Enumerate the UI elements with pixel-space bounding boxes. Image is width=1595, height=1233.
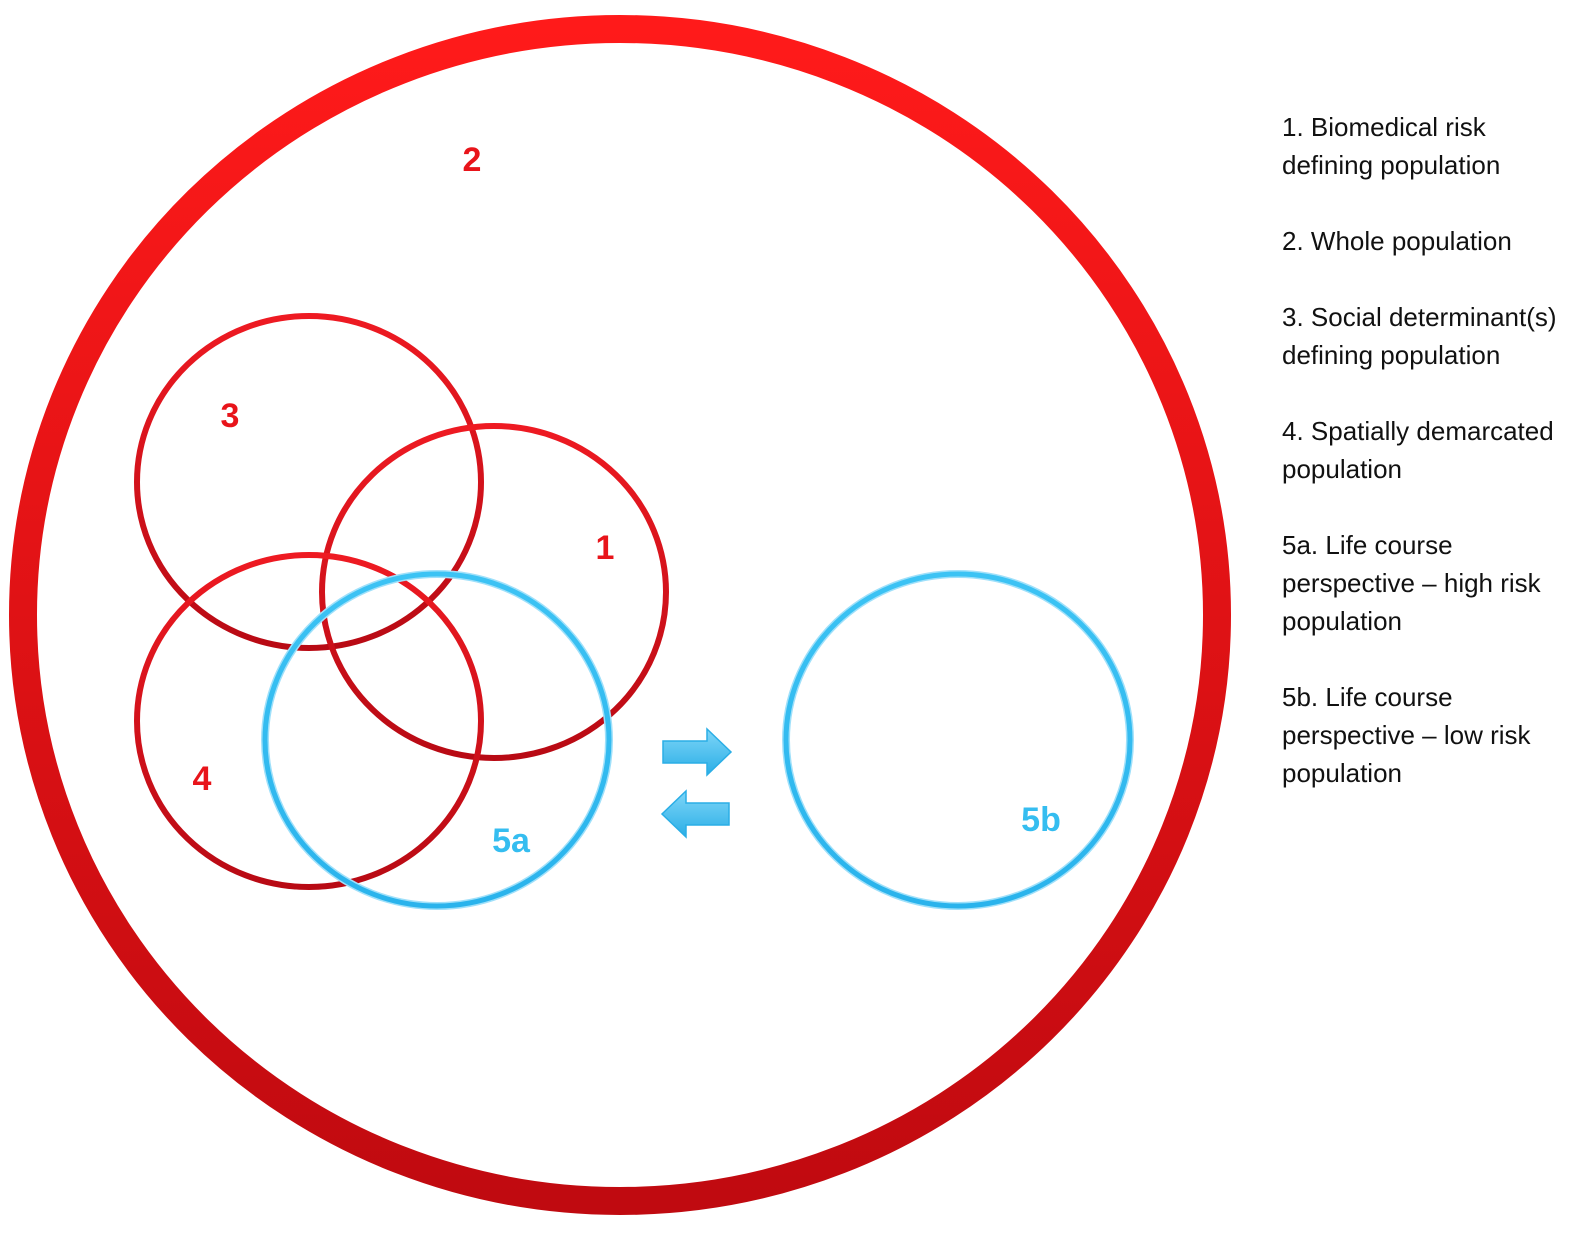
legend-item-5a: 5a. Life course perspective – high risk … [1282, 530, 1541, 636]
marker-1: 1 [596, 529, 615, 567]
marker-5b: 5b [1021, 801, 1061, 839]
marker-3: 3 [221, 397, 240, 435]
arrow-right-icon [662, 727, 733, 777]
legend: 1. Biomedical risk defining population 2… [1282, 108, 1592, 830]
marker-5a: 5a [492, 822, 531, 860]
circle-4-spatially-demarcated [134, 552, 484, 890]
circle-3-social-determinants [134, 313, 484, 651]
legend-item-2: 2. Whole population [1282, 226, 1512, 256]
legend-item-4: 4. Spatially demarcated population [1282, 416, 1554, 484]
legend-item-5b: 5b. Life course perspective – low risk p… [1282, 682, 1531, 788]
circle-1-biomedical-risk [319, 423, 669, 761]
legend-item-1: 1. Biomedical risk defining population [1282, 112, 1501, 180]
circle-2-whole-population [9, 15, 1231, 1215]
marker-4: 4 [193, 760, 212, 798]
arrow-left-icon [660, 789, 730, 839]
circle-5a-high-risk-outline [262, 571, 612, 909]
circle-5b-low-risk-outline [783, 571, 1133, 909]
legend-item-3: 3. Social determinant(s) defining popula… [1282, 302, 1557, 370]
marker-2: 2 [463, 141, 482, 179]
